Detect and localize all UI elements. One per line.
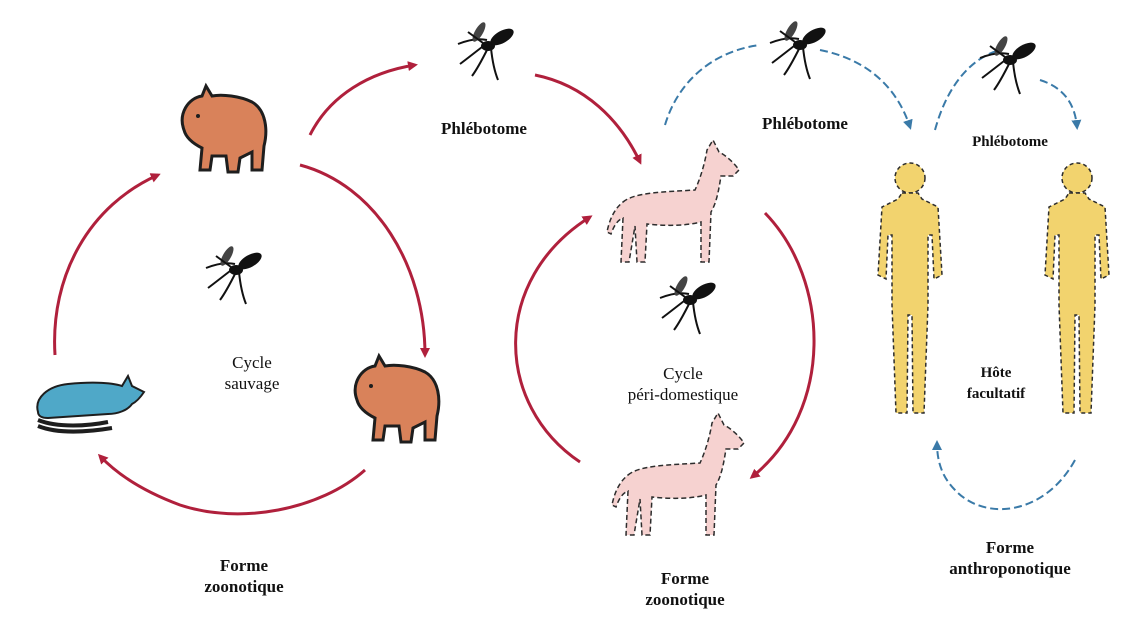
wild-animal-icon (182, 86, 266, 172)
sandfly-icon (980, 34, 1038, 94)
label-hote-line2: facultatif (967, 384, 1025, 405)
label-forme-2-line1: Forme (645, 568, 724, 589)
arrow-human-to-sandfly (935, 50, 1000, 130)
label-phlebotome-3: Phlébotome (972, 132, 1048, 153)
sandfly-icon (206, 244, 264, 304)
arrow-anthroponotic-loop (937, 443, 1075, 509)
label-forme-2-line2: zoonotique (645, 589, 724, 610)
dog-icon (612, 413, 744, 535)
arrow-rodent-to-animal (55, 175, 158, 355)
label-forme-3-line1: Forme (949, 537, 1071, 558)
label-forme-zoonotique-2: Forme zoonotique (645, 568, 724, 610)
arrow-dog-to-dog-left (516, 217, 590, 462)
wild-animal-icon (355, 356, 439, 442)
label-forme-1-line1: Forme (204, 555, 283, 576)
label-cycle-peri-line2: péri-domestique (628, 384, 738, 405)
arrow-animal-to-animal (300, 165, 425, 355)
sandfly-icon (770, 19, 828, 79)
label-forme-3-line2: anthroponotique (949, 558, 1071, 579)
arrow-dog-to-sandfly (665, 45, 760, 125)
label-hote-line1: Hôte (967, 363, 1025, 384)
label-cycle-sauvage-line1: Cycle (225, 352, 280, 373)
sandfly-icon (458, 20, 516, 80)
label-phlebotome-2: Phlébotome (762, 113, 848, 134)
label-phlebotome-1: Phlébotome (441, 118, 527, 139)
label-cycle-peri-domestique: Cycle péri-domestique (628, 363, 738, 405)
label-forme-anthroponotique: Forme anthroponotique (949, 537, 1071, 579)
label-cycle-sauvage: Cycle sauvage (225, 352, 280, 394)
label-forme-1-line2: zoonotique (204, 576, 283, 597)
rodent-icon (37, 376, 144, 432)
human-icon (878, 163, 942, 413)
label-cycle-sauvage-line2: sauvage (225, 373, 280, 394)
label-cycle-peri-line1: Cycle (628, 363, 738, 384)
arrow-sandfly-to-human-2 (1040, 80, 1077, 127)
arrow-dog-to-dog-right (752, 213, 814, 477)
label-hote-facultatif: Hôte facultatif (967, 363, 1025, 405)
human-icon (1045, 163, 1109, 413)
arrow-animal-to-sandfly (310, 65, 415, 135)
dog-icon (607, 140, 739, 262)
sandfly-icon (660, 274, 718, 334)
label-forme-zoonotique-1: Forme zoonotique (204, 555, 283, 597)
arrow-animal-to-rodent (100, 456, 365, 514)
arrow-sandfly-to-dog (535, 75, 640, 162)
